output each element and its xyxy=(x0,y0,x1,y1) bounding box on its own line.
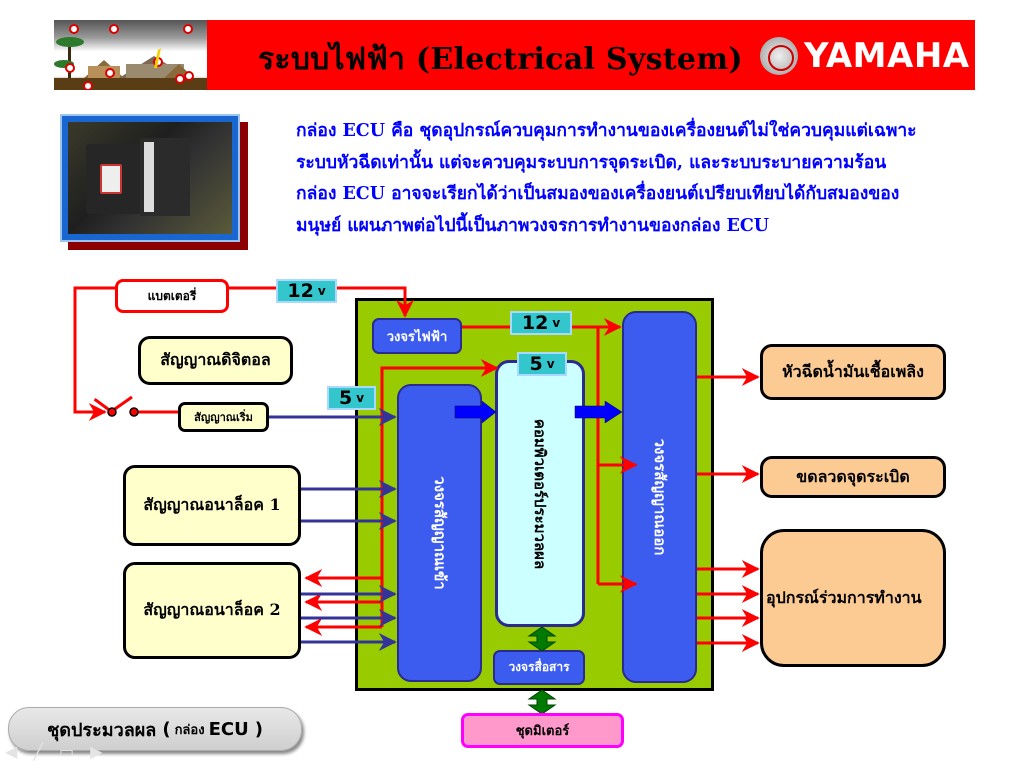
section-label-thai: ชุดประมวลผล xyxy=(47,719,157,741)
page-title: ระบบไฟฟ้า (Electrical System) xyxy=(258,42,743,77)
signal-wires xyxy=(269,408,397,651)
next-slide-icon[interactable]: ▶ xyxy=(90,742,103,761)
voltage-value: 5 xyxy=(338,387,353,409)
ignition-coil-label: ขดลวดจุดระเบิด xyxy=(796,466,910,486)
slide-nav-controls: ◀ ╱ ▭ ▶ xyxy=(5,742,102,761)
voltage-value: 12 xyxy=(521,312,549,334)
power-circuit-block: วงจรไฟฟ้า xyxy=(372,318,462,354)
yamaha-logo: YAMAHA xyxy=(760,34,970,78)
start-signal-label: สัญญาณเริ่ม xyxy=(194,411,253,424)
input-circuit-block: วงจรสัญญาณเข้า xyxy=(397,384,482,682)
intro-line: กล่อง ECU คือ ชุดอุปกรณ์ควบคุมการทำงานขอ… xyxy=(296,121,917,141)
voltage-unit: v xyxy=(317,284,326,298)
input-to-cpu-arrow xyxy=(454,400,497,424)
battery-to-switch-wire xyxy=(73,286,115,421)
analog-signal-1-box: สัญญาณอนาล็อค 1 xyxy=(123,465,301,546)
slide-menu-icon[interactable]: ▭ xyxy=(58,742,75,761)
sensor-supply-wire xyxy=(380,366,495,627)
analog-signal-2-label: สัญญาณอนาล็อค 2 xyxy=(143,600,281,619)
intro-line: มนุษย์ แผนภาพต่อไปนี้เป็นภาพวงจรการทำงาน… xyxy=(296,215,770,236)
power-wires xyxy=(73,286,760,652)
ignition-coil-box: ขดลวดจุดระเบิด xyxy=(760,456,946,498)
close-paren: ) xyxy=(254,718,263,740)
pen-icon[interactable]: ╱ xyxy=(33,742,43,761)
meter-box: ชุดมิเตอร์ xyxy=(461,713,624,748)
start-signal-box: สัญญาณเริ่ม xyxy=(178,402,269,432)
voltage-value: 5 xyxy=(529,353,543,375)
digital-signal-label: สัญญาณดิจิตอล xyxy=(160,350,271,369)
previous-slide-icon[interactable]: ◀ xyxy=(5,742,18,761)
injector-label: หัวฉีดน้ำมันเชื้อเพลิง xyxy=(782,361,924,381)
header-bar xyxy=(207,20,975,90)
injector-box: หัวฉีดน้ำมันเชื้อเพลิง xyxy=(760,344,946,400)
header-illustration xyxy=(54,20,207,90)
actuators-box: อุปกรณ์ร่วมการทำงาน xyxy=(760,529,946,667)
voltage-unit: v xyxy=(356,391,365,405)
comm-circuit-label: วงจรสื่อสาร xyxy=(508,660,570,674)
power-circuit-label: วงจรไฟฟ้า xyxy=(386,329,448,345)
analog-signal-2-box: สัญญาณอนาล็อค 2 xyxy=(123,562,301,659)
voltage-value: 12 xyxy=(287,280,314,302)
brand-name: YAMAHA xyxy=(804,36,970,76)
battery-box: แบตเตอรี่ xyxy=(115,279,229,313)
intro-line: ระบบหัวฉีดเท่านั้น แต่จะควบคุมระบบการจุด… xyxy=(296,152,887,173)
ignition-switch xyxy=(93,395,139,417)
voltage-unit: v xyxy=(552,316,561,330)
actuators-label: อุปกรณ์ร่วมการทำงาน xyxy=(766,587,922,607)
comm-meter-double-arrow xyxy=(527,689,557,715)
section-label-ecu: ECU xyxy=(208,718,249,740)
cpu-block: คอมพิวเตอร์ประมวลผล xyxy=(495,360,585,627)
cpu-comm-double-arrow xyxy=(527,626,557,652)
section-label-small: กล่อง xyxy=(174,722,205,738)
battery-label: แบตเตอรี่ xyxy=(147,288,197,303)
section-label-pill: ชุดประมวลผล ( กล่อง ECU ) xyxy=(8,707,302,751)
intro-line: กล่อง ECU อาจจะเรียกได้ว่าเป็นสมองของเคร… xyxy=(296,184,900,204)
output-circuit-block: วงจรสัญญาณออก xyxy=(622,311,697,683)
digital-signal-box: สัญญาณดิจิตอล xyxy=(138,336,293,385)
cpu-to-output-arrow xyxy=(574,400,623,424)
ecu-photo xyxy=(60,114,240,242)
intro-paragraph: กล่อง ECU คือ ชุดอุปกรณ์ควบคุมการทำงานขอ… xyxy=(296,116,986,242)
analog-signal-1-label: สัญญาณอนาล็อค 1 xyxy=(143,495,281,514)
open-paren: ( xyxy=(162,718,171,740)
tuning-fork-emblem-icon xyxy=(760,37,798,75)
voltage-unit: v xyxy=(546,357,555,371)
comm-circuit-block: วงจรสื่อสาร xyxy=(493,650,585,685)
meter-label: ชุดมิเตอร์ xyxy=(515,724,570,739)
